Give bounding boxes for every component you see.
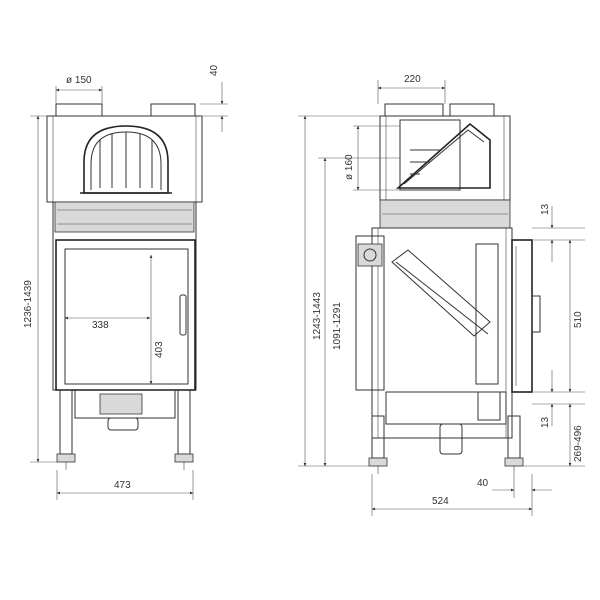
side-total-height-label: 1243-1443 [312, 292, 323, 340]
front-flue-collar-left [55, 103, 103, 117]
front-total-height-label: 1236-1439 [23, 280, 34, 328]
side-floor-height-label: 269-496 [573, 425, 584, 462]
side-view: 220 ø 160 1243-1443 1091-1291 13 510 [298, 74, 585, 516]
side-legs [368, 415, 524, 474]
front-glass-panel [64, 248, 189, 385]
side-door-panel [511, 239, 533, 393]
front-upper-casing [46, 115, 203, 203]
side-flue-diameter-label: ø 160 [344, 154, 355, 180]
side-top-gap-label: 13 [540, 203, 551, 215]
side-flue-collar-right [449, 103, 495, 117]
front-flue-hood [80, 125, 172, 194]
side-flue-collar-left [384, 103, 444, 117]
side-leg-offset-label: 40 [477, 478, 489, 489]
side-flue-offset-label: 220 [404, 74, 421, 85]
side-door-height-label: 510 [573, 311, 584, 328]
front-legs [56, 389, 194, 470]
front-opening-width-label: 338 [92, 320, 109, 331]
side-total-depth-label: 524 [432, 496, 449, 507]
front-total-width-label: 473 [114, 480, 131, 491]
front-door-handle [179, 294, 187, 336]
side-dimensions: 220 ø 160 1243-1443 1091-1291 13 510 [298, 74, 585, 516]
side-height-to-flue-label: 1091-1291 [332, 302, 343, 350]
side-body [371, 227, 513, 439]
side-flue-pipe [395, 119, 491, 191]
front-view: ø 150 40 1236-1439 338 403 473 [23, 64, 228, 500]
side-door-hinge [355, 235, 385, 391]
front-top-offset-label: 40 [209, 64, 220, 76]
front-flue-collar-right [150, 103, 196, 117]
front-opening-height-label: 403 [154, 341, 165, 358]
front-door-frame [55, 239, 196, 391]
front-flue-diameter-label: ø 150 [66, 75, 92, 86]
front-dimensions: ø 150 40 1236-1439 338 403 473 [23, 64, 228, 500]
side-bottom-gap-label: 13 [540, 416, 551, 428]
